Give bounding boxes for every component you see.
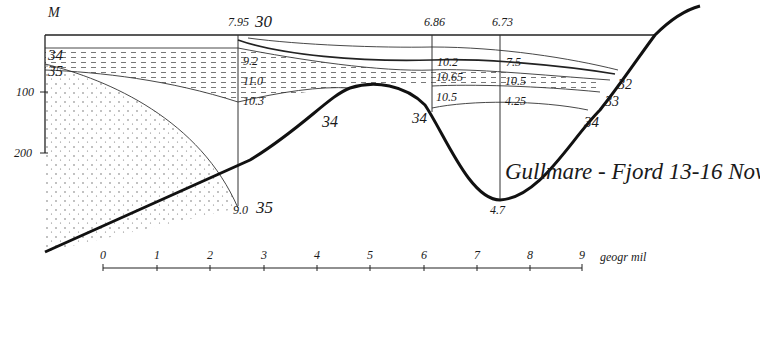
- value-label: 4.25: [505, 95, 526, 107]
- value-label: 34: [412, 111, 427, 126]
- value-label: M: [48, 6, 60, 20]
- value-label: 5: [367, 249, 373, 261]
- value-label: 8: [527, 249, 533, 261]
- value-label: 6: [421, 249, 427, 261]
- value-label: 32: [618, 78, 632, 92]
- value-label: 10.65: [436, 71, 463, 83]
- value-label: 200: [14, 147, 32, 159]
- value-label: 10.5: [436, 91, 457, 103]
- value-label: 10.3: [243, 95, 264, 107]
- value-label: 35: [48, 64, 63, 79]
- value-label: 9: [579, 249, 585, 261]
- value-label: 2: [207, 249, 213, 261]
- diagram-title: Gullmare - Fjord 13-16 November 1893: [505, 160, 760, 183]
- value-label: 7: [474, 249, 480, 261]
- value-label: 34: [48, 48, 63, 63]
- value-label: geogr mil: [600, 251, 646, 263]
- value-label: 7.5: [506, 56, 521, 68]
- value-label: 35: [256, 199, 273, 216]
- value-label: 34: [584, 115, 599, 130]
- value-label: 30: [255, 13, 272, 30]
- value-label: 4.7: [490, 204, 505, 216]
- value-label: 10.2: [437, 56, 458, 68]
- value-label: 6.73: [492, 16, 513, 28]
- value-label: 33: [605, 95, 619, 109]
- value-label: 9.0: [233, 204, 248, 216]
- value-label: 0: [100, 249, 106, 261]
- value-label: 7.95: [228, 16, 249, 28]
- value-label: 100: [16, 86, 34, 98]
- value-label: 1: [154, 249, 160, 261]
- value-label: 4: [314, 249, 320, 261]
- value-label: 10.5: [505, 75, 526, 87]
- value-label: 3: [261, 249, 267, 261]
- value-label: 6.86: [424, 16, 445, 28]
- value-label: 34: [322, 114, 338, 130]
- value-label: 9.2: [243, 55, 258, 67]
- value-label: 11.0: [243, 75, 263, 87]
